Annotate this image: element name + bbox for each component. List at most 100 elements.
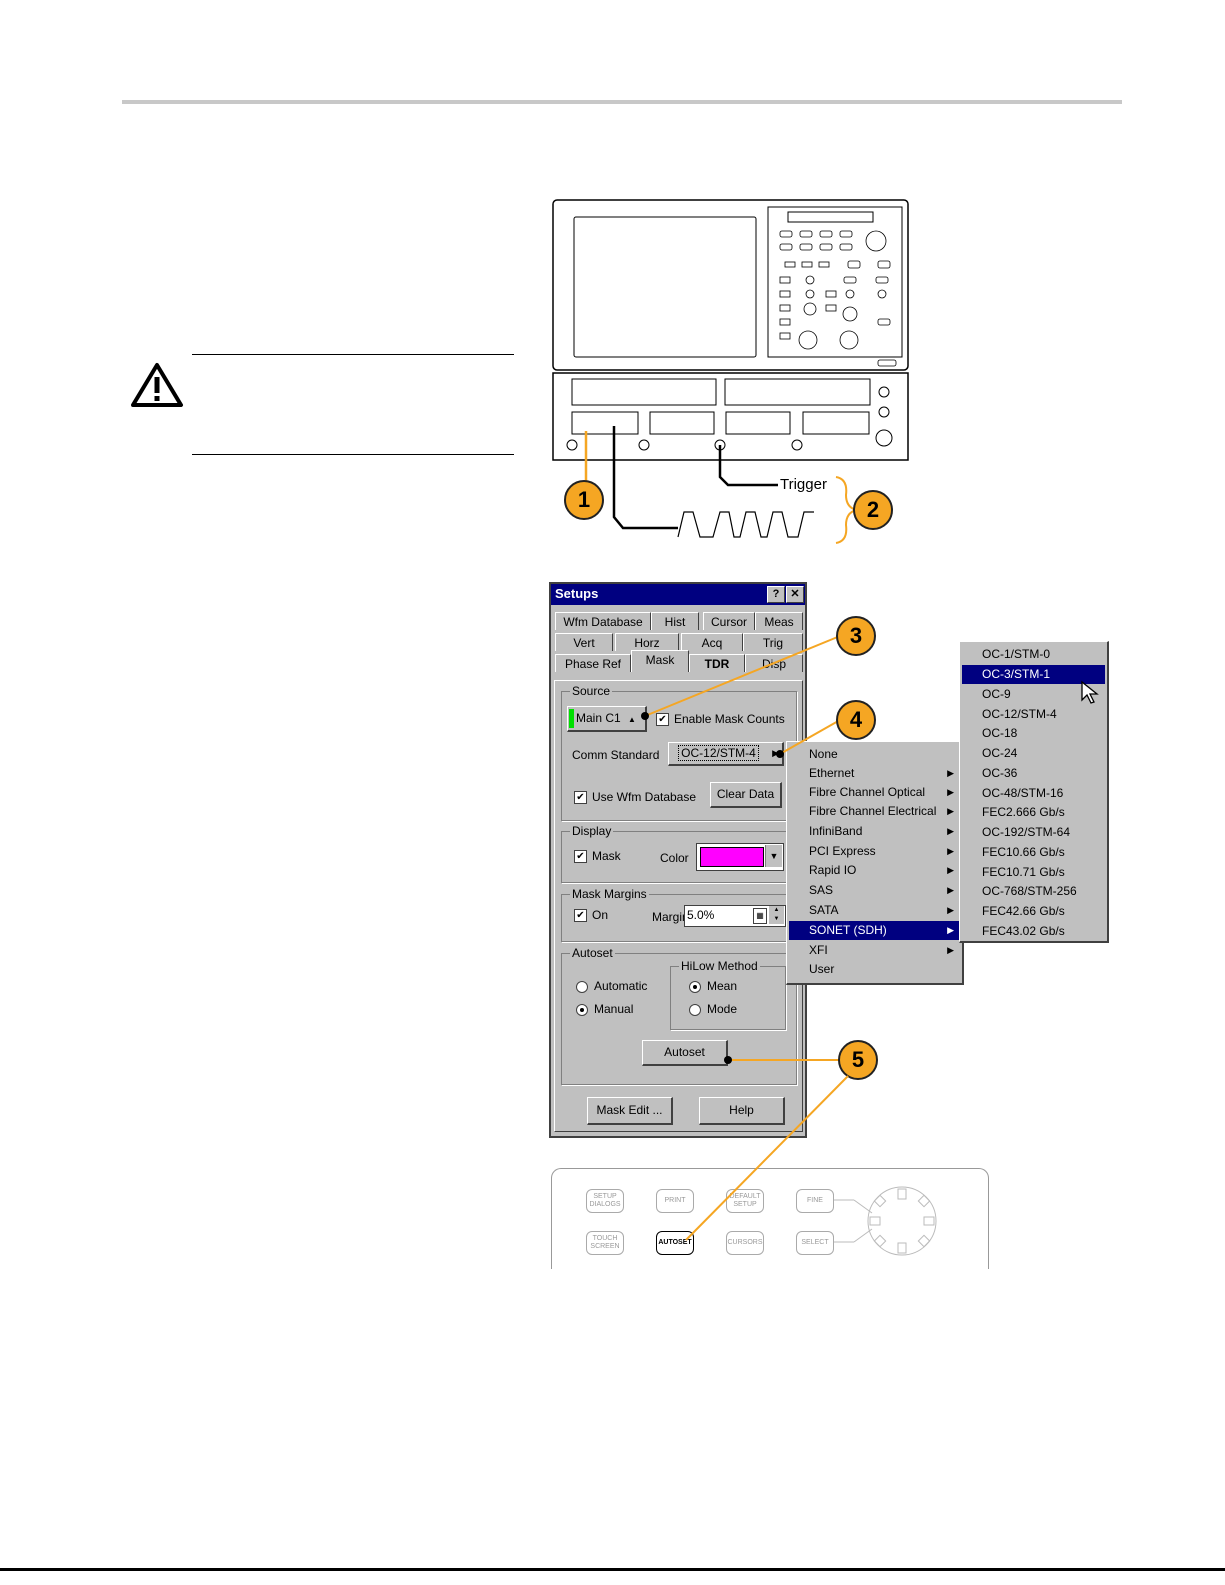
menu-item-oc24[interactable]: OC-24: [982, 746, 1018, 760]
setup-dialogs-key[interactable]: SETUP DIALOGS: [586, 1189, 624, 1213]
mean-radio[interactable]: [689, 981, 701, 993]
cursors-key[interactable]: CURSORS: [726, 1231, 764, 1255]
menu-item-rapid-io[interactable]: Rapid IO▶: [789, 861, 960, 880]
tab-mask[interactable]: Mask: [631, 650, 689, 672]
triangle-right-icon: ▶: [947, 768, 954, 778]
mode-radio[interactable]: [689, 1004, 701, 1016]
clear-data-button[interactable]: Clear Data: [710, 782, 782, 808]
tab-hist[interactable]: Hist: [651, 612, 699, 630]
triangle-right-icon: ▶: [947, 945, 954, 955]
margin-input[interactable]: 5.0% ▦ ▲▼: [684, 905, 786, 927]
menu-item-sonet-sdh[interactable]: SONET (SDH)▶: [789, 921, 960, 940]
tab-meas[interactable]: Meas: [755, 612, 803, 630]
autoset-button[interactable]: Autoset: [642, 1040, 728, 1066]
callout-3: 3: [836, 616, 876, 656]
menu-item-infiniband[interactable]: InfiniBand▶: [789, 822, 960, 841]
source-group: Source Main C1 ▲ ✔ Enable Mask Counts Co…: [561, 684, 797, 821]
menu-item-xfi[interactable]: XFI▶: [789, 941, 960, 960]
menu-item-oc1[interactable]: OC-1/STM-0: [982, 647, 1051, 661]
display-group: Display ✔ Mask Color ▼: [561, 824, 797, 883]
mask-margins-label: Mask Margins: [570, 887, 649, 901]
color-dropdown[interactable]: ▼: [696, 843, 784, 871]
print-key[interactable]: PRINT: [656, 1189, 694, 1213]
menu-item-oc768[interactable]: OC-768/STM-256: [982, 884, 1077, 898]
triangle-up-icon: ▲: [628, 715, 636, 724]
source-button-label: Main C1: [576, 711, 621, 725]
keypad-icon[interactable]: ▦: [753, 908, 767, 924]
fine-key[interactable]: FINE: [796, 1189, 834, 1213]
spin-arrows-icon[interactable]: ▲▼: [769, 906, 784, 924]
callout-2: 2: [853, 490, 893, 530]
comm-standard-value: OC-12/STM-4: [678, 745, 759, 761]
front-panel-illustration: SETUP DIALOGS PRINT DEFAULT SETUP FINE T…: [551, 1168, 989, 1269]
source-button[interactable]: Main C1 ▲: [567, 706, 647, 732]
tab-acq[interactable]: Acq: [681, 633, 743, 651]
color-swatch: [700, 847, 764, 867]
setups-dialog: Setups ? ✕ Wfm Database Hist Cursor Meas…: [549, 582, 807, 1138]
enable-mask-counts-checkbox[interactable]: ✔: [656, 713, 669, 726]
help-title-button[interactable]: ?: [767, 586, 785, 603]
margins-on-label: On: [592, 908, 609, 922]
mask-panel: Source Main C1 ▲ ✔ Enable Mask Counts Co…: [554, 680, 803, 1132]
menu-item-fec4302[interactable]: FEC43.02 Gb/s: [982, 924, 1065, 938]
tab-cursor[interactable]: Cursor: [703, 612, 755, 630]
menu-item-ethernet[interactable]: Ethernet▶: [789, 764, 960, 783]
menu-item-fibre-channel-optical[interactable]: Fibre Channel Optical▶: [789, 783, 960, 802]
mask-margins-group: Mask Margins ✔ On Margin 5.0% ▦ ▲▼: [561, 887, 797, 942]
margin-value: 5.0%: [687, 908, 715, 922]
comm-standard-menu: None Ethernet▶ Fibre Channel Optical▶ Fi…: [786, 741, 964, 985]
select-key[interactable]: SELECT: [796, 1231, 834, 1255]
menu-item-oc9[interactable]: OC-9: [982, 687, 1011, 701]
triangle-right-icon: ▶: [947, 806, 954, 816]
menu-item-fec1071[interactable]: FEC10.71 Gb/s: [982, 865, 1065, 879]
tab-wfm-database[interactable]: Wfm Database: [555, 612, 651, 630]
menu-item-sas[interactable]: SAS▶: [789, 881, 960, 900]
manual-radio[interactable]: [576, 1004, 588, 1016]
touch-screen-key[interactable]: TOUCH SCREEN: [586, 1231, 624, 1255]
menu-item-oc3[interactable]: OC-3/STM-1: [962, 665, 1105, 684]
menu-item-fec4266[interactable]: FEC42.66 Gb/s: [982, 904, 1065, 918]
source-color-indicator: [569, 709, 574, 728]
margins-on-checkbox[interactable]: ✔: [574, 909, 587, 922]
callout-1: 1: [564, 480, 604, 520]
callout-leader-lines: [641, 635, 841, 1064]
help-button[interactable]: Help: [699, 1097, 785, 1125]
sonet-submenu: OC-1/STM-0 OC-3/STM-1 OC-9 OC-12/STM-4 O…: [959, 641, 1109, 943]
menu-item-pci-express[interactable]: PCI Express▶: [789, 842, 960, 861]
menu-item-user[interactable]: User: [809, 962, 835, 976]
menu-item-none[interactable]: None: [809, 747, 838, 761]
tab-tdr[interactable]: TDR: [689, 654, 745, 672]
menu-item-oc192[interactable]: OC-192/STM-64: [982, 825, 1071, 839]
triangle-right-icon: ▶: [947, 925, 954, 935]
autoset-key[interactable]: AUTOSET: [656, 1231, 694, 1255]
triangle-right-icon: ▶: [772, 748, 779, 758]
mean-label: Mean: [707, 979, 738, 993]
mask-edit-button[interactable]: Mask Edit ...: [587, 1097, 673, 1125]
use-wfm-database-checkbox[interactable]: ✔: [574, 791, 587, 804]
menu-item-fec1066[interactable]: FEC10.66 Gb/s: [982, 845, 1065, 859]
menu-item-oc36[interactable]: OC-36: [982, 766, 1018, 780]
tab-trig[interactable]: Trig: [743, 633, 803, 651]
top-rule: [122, 100, 1122, 104]
automatic-radio[interactable]: [576, 981, 588, 993]
close-icon[interactable]: ✕: [786, 586, 804, 603]
triangle-right-icon: ▶: [947, 905, 954, 915]
tab-phase-ref[interactable]: Phase Ref: [555, 654, 631, 672]
display-mask-checkbox[interactable]: ✔: [574, 850, 587, 863]
menu-item-fec2666[interactable]: FEC2.666 Gb/s: [982, 805, 1065, 819]
chevron-down-icon[interactable]: ▼: [765, 845, 782, 867]
default-setup-key[interactable]: DEFAULT SETUP: [726, 1189, 764, 1213]
display-mask-label: Mask: [592, 849, 621, 863]
menu-item-oc18[interactable]: OC-18: [982, 726, 1018, 740]
menu-item-fibre-channel-electrical[interactable]: Fibre Channel Electrical▶: [789, 802, 960, 821]
comm-standard-button[interactable]: OC-12/STM-4 ▶: [668, 742, 784, 766]
menu-item-sata[interactable]: SATA▶: [789, 901, 960, 920]
use-wfm-database-label: Use Wfm Database: [592, 790, 697, 804]
dialog-titlebar: Setups ? ✕: [551, 584, 805, 605]
menu-item-oc48[interactable]: OC-48/STM-16: [982, 786, 1064, 800]
tab-horz[interactable]: Horz: [615, 633, 679, 651]
tab-vert[interactable]: Vert: [555, 633, 613, 651]
triangle-right-icon: ▶: [947, 826, 954, 836]
autoset-group-label: Autoset: [570, 946, 615, 960]
menu-item-oc12[interactable]: OC-12/STM-4: [982, 707, 1057, 721]
